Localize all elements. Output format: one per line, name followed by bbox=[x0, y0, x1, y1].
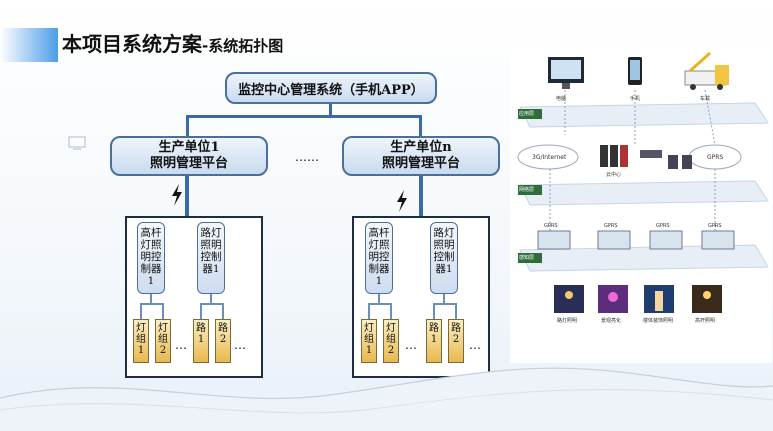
lamp-ellipsis: … bbox=[405, 338, 417, 352]
device-label: 车载 bbox=[700, 96, 711, 102]
lamp-group-2: 灯组2 bbox=[383, 319, 399, 363]
cloud-label: GPRS bbox=[707, 154, 724, 161]
lamp-ellipsis: … bbox=[469, 338, 481, 352]
connector bbox=[329, 104, 332, 116]
unit-1-line2: 照明管理平台 bbox=[149, 156, 228, 171]
layer-label: 应用层 bbox=[519, 111, 535, 117]
bottom-wave-decoration bbox=[0, 367, 773, 431]
road-2: 路2 bbox=[448, 319, 464, 363]
lamp-group-1: 灯组1 bbox=[133, 319, 149, 363]
units-ellipsis: …… bbox=[295, 150, 319, 164]
lamp-group-2: 灯组2 bbox=[155, 319, 171, 363]
scene-label: 景观亮化 bbox=[601, 318, 622, 324]
connector bbox=[419, 115, 422, 137]
connector bbox=[419, 176, 423, 217]
street-light-controller: 路灯照明控制器1 bbox=[197, 222, 225, 294]
wireless-bolt-icon bbox=[397, 190, 407, 212]
unit-1-line1: 生产单位1 bbox=[158, 140, 220, 155]
unit-n-line1: 生产单位n bbox=[390, 140, 452, 155]
unit-node-1: 生产单位1 照明管理平台 bbox=[110, 136, 268, 176]
title-main: 本项目系统方案 bbox=[62, 32, 202, 56]
monitoring-center-label: 监控中心管理系统（手机APP） bbox=[238, 82, 424, 98]
device-label: 手机 bbox=[630, 96, 641, 102]
high-pole-controller: 高杆灯照明控制器1 bbox=[137, 222, 165, 294]
layer-label: 感知层 bbox=[519, 255, 535, 261]
wireless-bolt-icon bbox=[172, 184, 182, 206]
lamp-ellipsis: … bbox=[175, 338, 187, 352]
center-label: 云中心 bbox=[606, 172, 622, 178]
road-2: 路2 bbox=[215, 319, 231, 363]
cloud-label: 3G/Internet bbox=[532, 154, 567, 161]
scene-label: 高杆照明 bbox=[695, 318, 716, 324]
street-light-controller: 路灯照明控制器1 bbox=[430, 222, 458, 294]
device-label: 电脑 bbox=[556, 96, 567, 102]
gprs-label: GPRS bbox=[604, 223, 618, 229]
lamp-group-1: 灯组1 bbox=[361, 319, 377, 363]
scene-label: 楼体装饰照明 bbox=[643, 318, 674, 324]
topology-illustration-art bbox=[517, 51, 769, 313]
title-accent-bar bbox=[0, 28, 58, 62]
unit-node-n: 生产单位n 照明管理平台 bbox=[342, 136, 500, 176]
slide-title: 本项目系统方案-系统拓扑图 bbox=[62, 28, 283, 57]
scene-label: 路灯照明 bbox=[557, 318, 578, 324]
topology-illustration: 应用层 网络层 感知层 电脑 手机 车载 3G/Internet GPRS 云中… bbox=[510, 45, 772, 363]
connector bbox=[185, 176, 189, 217]
monitoring-center-node: 监控中心管理系统（手机APP） bbox=[225, 72, 437, 104]
high-pole-controller: 高杆灯照明控制器1 bbox=[365, 222, 393, 294]
connector bbox=[186, 115, 189, 137]
layer-label: 网络层 bbox=[519, 187, 535, 193]
road-1: 路1 bbox=[193, 319, 209, 363]
connector bbox=[186, 115, 422, 118]
title-sub: -系统拓扑图 bbox=[202, 37, 284, 55]
unit-n-line2: 照明管理平台 bbox=[381, 156, 460, 171]
lamp-ellipsis: … bbox=[234, 338, 246, 352]
gprs-label: GPRS bbox=[656, 223, 670, 229]
gprs-label: GPRS bbox=[708, 223, 722, 229]
road-1: 路1 bbox=[426, 319, 442, 363]
monitor-icon bbox=[68, 136, 86, 150]
gprs-label: GPRS bbox=[544, 223, 558, 229]
